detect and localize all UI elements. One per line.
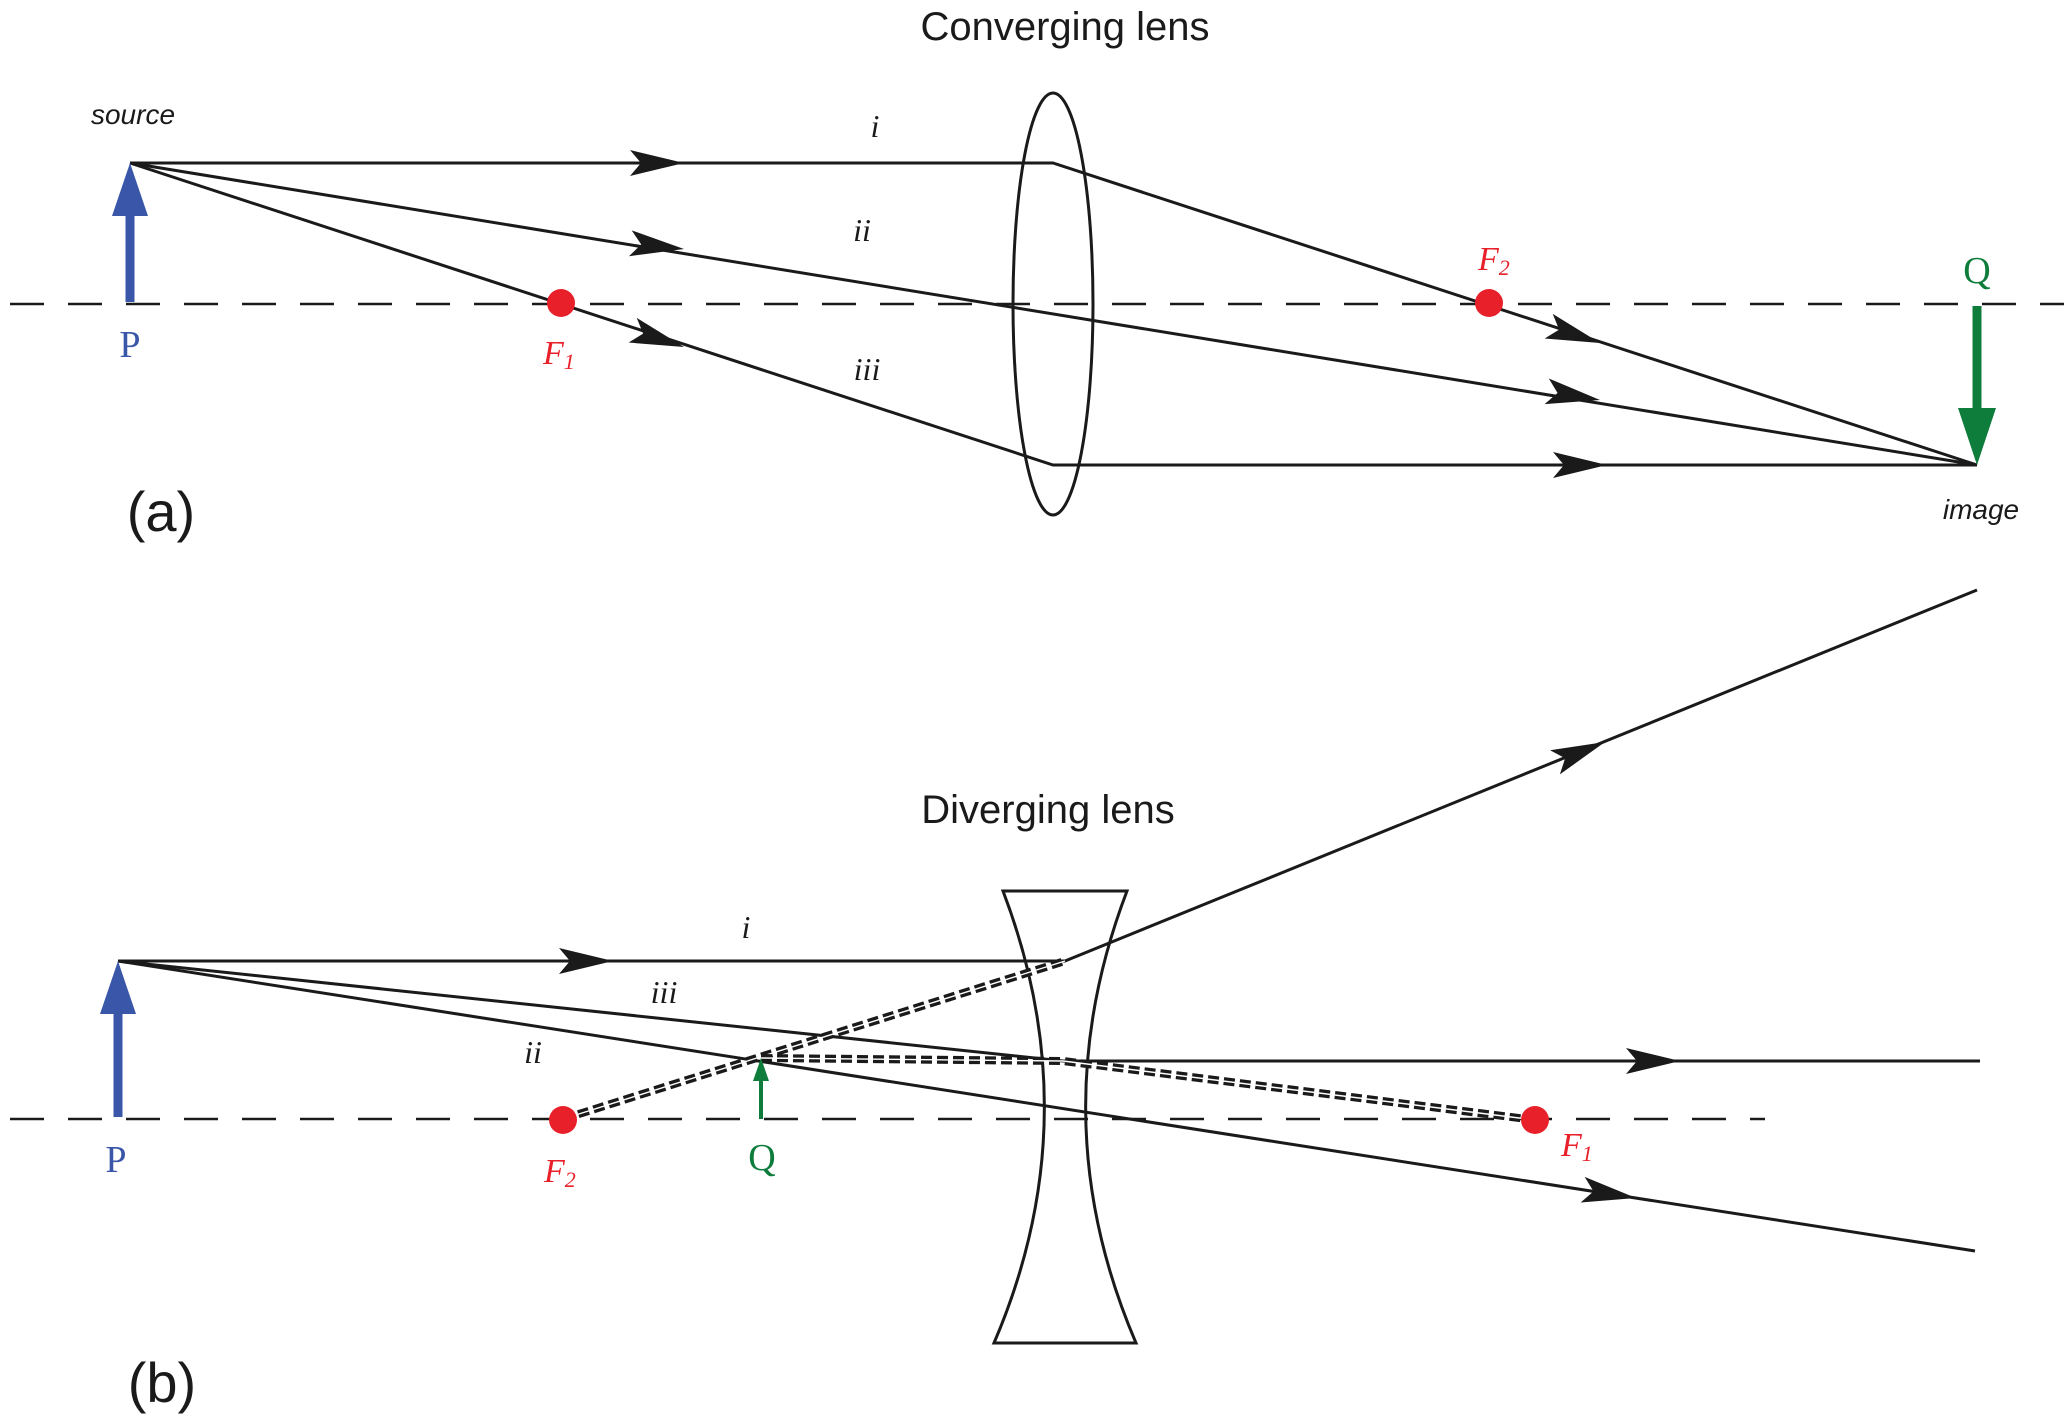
ray-iii-b	[117, 959, 1980, 1063]
ray-label-i-a: i	[871, 108, 880, 144]
image-label: image	[1943, 494, 2019, 525]
arrowhead	[630, 150, 684, 176]
focal-point-f2-a	[1475, 289, 1503, 317]
image-point-label-b: Q	[748, 1137, 775, 1179]
panel-label-b: (b)	[128, 1351, 196, 1414]
diverging-lens	[991, 889, 1139, 1345]
arrowhead	[1553, 452, 1607, 478]
ray-arrowheads-a	[628, 150, 1607, 478]
converging-lens	[1011, 91, 1095, 517]
focal-point-f2-b	[549, 1106, 577, 1134]
image-arrow-a	[1958, 306, 1996, 465]
focal-label-f1-a: F1	[542, 335, 575, 374]
rays-a	[129, 161, 1978, 467]
focal-point-f1-b	[1521, 1106, 1549, 1134]
object-point-label-b: P	[105, 1139, 126, 1181]
arrowhead	[1544, 378, 1600, 405]
ray-label-iii-b: iii	[651, 974, 678, 1010]
virtual-rays-b	[561, 957, 1536, 1124]
focal-point-f1-a	[547, 289, 575, 317]
focal-label-f1-b: F1	[1560, 1127, 1593, 1166]
focal-label-f2-a: F2	[1477, 241, 1510, 280]
panel-a: Converging lens	[10, 5, 2064, 543]
arrowhead	[1626, 1048, 1680, 1074]
ray-label-ii-b: ii	[524, 1034, 542, 1070]
ray-ii-a	[129, 161, 1978, 467]
image-point-label-a: Q	[1963, 250, 1990, 292]
arrowhead	[1550, 742, 1605, 775]
arrowhead	[1544, 313, 1600, 343]
ray-label-i-b: i	[742, 909, 751, 945]
arrowhead	[559, 948, 613, 974]
arrowhead	[628, 317, 684, 347]
arrowhead	[1580, 1176, 1636, 1203]
image-arrow-b	[753, 1058, 769, 1119]
arrowhead	[628, 230, 684, 257]
panel-a-title: Converging lens	[920, 5, 1209, 49]
ray-ii-b	[117, 959, 1976, 1253]
source-label: source	[91, 99, 175, 130]
ray-label-ii-a: ii	[853, 212, 871, 248]
panel-b-title: Diverging lens	[921, 788, 1174, 832]
panel-b: Diverging lens	[10, 588, 1980, 1414]
ray-i-a	[130, 161, 1978, 467]
object-arrow-b	[100, 961, 136, 1117]
panel-label-a: (a)	[127, 480, 195, 543]
ray-arrowheads-b	[559, 742, 1680, 1203]
object-arrow-a	[112, 163, 148, 302]
object-point-label-a: P	[119, 324, 140, 366]
focal-label-f2-b: F2	[543, 1153, 576, 1192]
ray-label-iii-a: iii	[854, 351, 881, 387]
rays-b	[117, 588, 1980, 1253]
ray-i-b	[118, 588, 1978, 963]
virtual-ray-f1	[760, 1054, 1536, 1124]
ray-iii-a	[129, 161, 1977, 467]
